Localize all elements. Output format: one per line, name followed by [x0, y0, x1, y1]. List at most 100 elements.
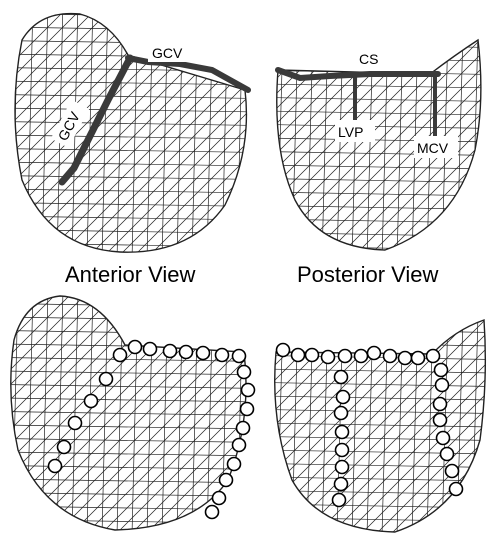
mesh-line	[0, 135, 260, 139]
mesh-line	[265, 30, 492, 34]
mesh-line	[0, 0, 15, 260]
mesh-line	[265, 233, 492, 237]
anterior-electrode-markers	[49, 341, 255, 519]
electrode-marker	[450, 483, 463, 496]
electrode-marker	[333, 494, 346, 507]
mesh-line	[85, 290, 330, 535]
electrode-marker	[399, 352, 412, 365]
electrode-marker	[69, 417, 82, 430]
mesh-line	[222, 0, 228, 260]
mesh-line	[265, 342, 492, 346]
mesh-line	[0, 203, 260, 207]
electrode-marker	[85, 395, 98, 408]
electrode-marker	[100, 373, 113, 386]
mesh-line	[0, 371, 260, 375]
anterior-heart-mesh-markers	[0, 290, 492, 537]
electrode-marker	[233, 350, 246, 363]
mesh-line	[190, 0, 450, 260]
electrode-marker	[434, 414, 447, 427]
mesh-line	[485, 30, 492, 260]
electrode-marker	[427, 350, 440, 363]
electrode-marker	[238, 366, 251, 379]
mesh-line	[0, 176, 260, 180]
mesh-line	[337, 30, 343, 260]
mesh-line	[472, 315, 478, 535]
mesh-line	[240, 315, 460, 535]
mesh-line	[0, 290, 260, 294]
electrode-marker	[436, 379, 449, 392]
electrode-marker	[216, 349, 229, 362]
posterior-view-label: Posterior View	[297, 262, 439, 287]
mesh-line	[352, 315, 358, 535]
posterior-heart-mesh-markers	[45, 315, 492, 535]
electrode-marker	[206, 506, 219, 519]
mesh-line	[405, 315, 492, 535]
mesh-line	[0, 304, 260, 308]
mesh-line	[262, 315, 268, 535]
mesh-line	[0, 425, 260, 429]
mesh-line	[0, 439, 260, 443]
mesh-line	[397, 30, 403, 260]
mesh-line	[487, 315, 492, 535]
electrode-marker	[355, 350, 368, 363]
electrode-marker	[412, 352, 425, 365]
electrode-marker	[292, 349, 305, 362]
electrode-marker	[237, 422, 250, 435]
mesh-line	[262, 30, 268, 260]
mesh-line	[177, 0, 183, 260]
mesh-line	[0, 331, 260, 335]
anterior-view-label: Anterior View	[65, 262, 196, 287]
mesh-line	[250, 290, 492, 535]
mesh-line	[412, 315, 418, 535]
mesh-line	[27, 0, 33, 260]
mesh-line	[0, 0, 195, 260]
mesh-line	[0, 68, 260, 72]
electrode-marker	[322, 351, 335, 364]
mesh-line	[265, 518, 492, 522]
electrode-marker	[164, 345, 177, 358]
cs-label: CS	[359, 51, 378, 67]
mesh-line	[85, 0, 345, 260]
electrode-marker	[220, 474, 233, 487]
electrode-marker	[434, 398, 447, 411]
mesh-line	[322, 30, 328, 260]
electrode-marker	[144, 343, 157, 356]
mesh-line	[0, 452, 260, 456]
mesh-line	[265, 315, 492, 319]
mesh-line	[265, 504, 492, 508]
mesh-line	[192, 0, 198, 260]
electrode-marker	[335, 371, 348, 384]
mesh-line	[0, 506, 260, 510]
mesh-line	[320, 30, 492, 260]
mesh-line	[265, 44, 492, 48]
electrode-marker	[336, 444, 349, 457]
posterior-mesh-grid-2	[45, 315, 492, 535]
mesh-line	[147, 0, 153, 260]
electrode-marker	[180, 346, 193, 359]
electrode-marker	[339, 350, 352, 363]
mesh-line	[237, 0, 243, 260]
mesh-line	[457, 315, 463, 535]
electrode-marker	[441, 448, 454, 461]
mesh-line	[0, 14, 260, 18]
mesh-line	[465, 315, 492, 535]
gcv-label-top: GCV	[152, 45, 183, 61]
electrode-marker	[241, 403, 254, 416]
mesh-line	[270, 315, 490, 535]
electrode-marker	[129, 341, 142, 354]
electrode-marker	[336, 461, 349, 474]
mesh-line	[102, 0, 108, 260]
mesh-line	[307, 30, 313, 260]
mesh-line	[470, 30, 492, 260]
mesh-line	[290, 30, 492, 260]
mesh-line	[472, 30, 478, 260]
mesh-line	[0, 0, 225, 260]
electrode-marker	[277, 344, 290, 357]
mesh-line	[252, 0, 258, 260]
mesh-line	[40, 0, 300, 260]
mesh-line	[0, 290, 195, 535]
mesh-line	[265, 477, 492, 481]
electrode-marker	[368, 347, 381, 360]
